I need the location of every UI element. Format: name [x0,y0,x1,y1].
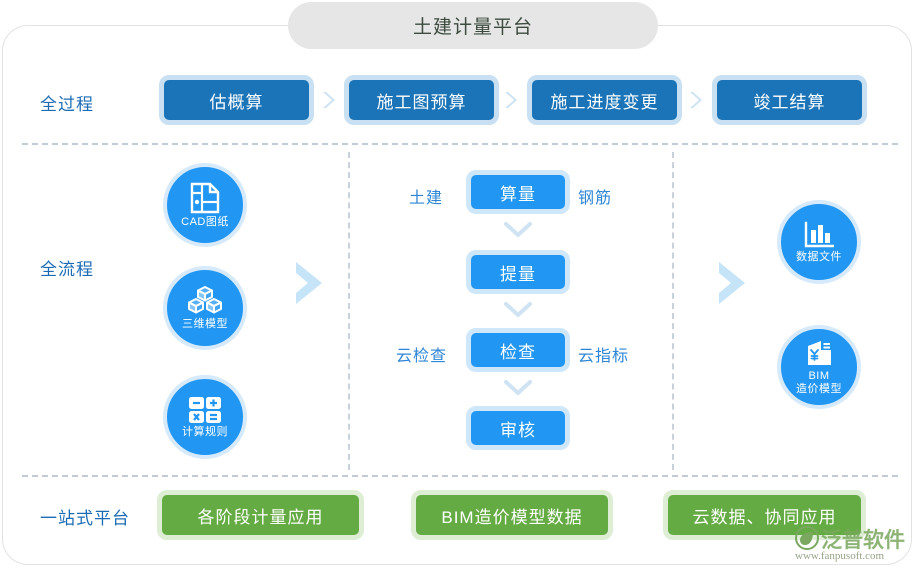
bottom-button-1[interactable]: 各阶段计量应用 [157,490,364,540]
divider-vertical-right [672,152,674,470]
bottom-button-3[interactable]: 云数据、协同应用 [663,490,866,540]
circle-cad-drawing[interactable]: CAD图纸 [163,163,247,247]
calculator-icon [188,396,222,424]
stage-label-1: 估概算 [209,92,264,112]
mid-button-shenhe[interactable]: 审核 [466,406,570,450]
bottom-label-1: 各阶段计量应用 [197,507,324,527]
tag-gangjin: 钢筋 [578,190,613,207]
stage-button-1[interactable]: 估概算 [159,75,314,125]
stage-button-2[interactable]: 施工图预算 [344,75,499,125]
tag-yunzhibiao: 云指标 [578,348,630,365]
tag-tujian: 土建 [409,190,444,207]
mid-label-shenhe: 审核 [500,420,536,440]
circle-label-bim-line2: 造价模型 [796,383,842,395]
circle-label-data-file: 数据文件 [796,250,842,263]
mid-button-jiancha[interactable]: 检查 [466,328,570,372]
circle-label-calculation-rule: 计算规则 [182,425,228,438]
circle-three-d-model[interactable]: 三维模型 [163,266,247,350]
divider-bottom [22,475,898,477]
chevron-down-icon-2 [504,302,532,318]
bottom-label-2: BIM造价模型数据 [441,507,583,527]
chevron-right-icon-3 [685,88,709,112]
mid-label-suanliang: 算量 [500,184,536,204]
chevron-right-large-icon-left [292,260,326,306]
chevron-down-icon-1 [504,222,532,238]
stage-button-4[interactable]: 竣工结算 [712,75,867,125]
chevron-right-large-icon-right [715,260,749,306]
circle-label-bim-line1: BIM [808,370,830,382]
chevron-right-icon-2 [500,88,524,112]
stage-label-3: 施工进度变更 [550,92,659,112]
chevron-down-icon-3 [504,380,532,396]
tag-yunjiancha: 云检查 [396,348,448,365]
divider-top [22,143,898,145]
chevron-right-icon-1 [318,88,342,112]
circle-bim-cost-model[interactable]: BIM 造价模型 [777,325,861,409]
row-label-flow: 全流程 [40,260,94,279]
mid-label-tiliang: 提量 [500,264,536,284]
mid-button-tiliang[interactable]: 提量 [466,250,570,294]
mid-label-jiancha: 检查 [500,342,536,362]
bim-cost-building-icon [804,338,834,368]
circle-data-file[interactable]: 数据文件 [777,200,861,284]
stage-label-2: 施工图预算 [376,92,467,112]
bottom-button-2[interactable]: BIM造价模型数据 [411,490,613,540]
row-label-onestop: 一站式平台 [40,509,130,528]
circle-label-cad: CAD图纸 [181,215,229,228]
mid-button-suanliang[interactable]: 算量 [466,170,570,214]
page-title: 土建计量平台 [288,2,658,49]
row-label-process: 全过程 [40,95,94,114]
bar-chart-icon [804,221,835,249]
cad-drawing-icon [190,182,220,214]
bottom-label-3: 云数据、协同应用 [692,507,837,527]
divider-vertical-left [348,152,350,470]
stage-button-3[interactable]: 施工进度变更 [527,75,682,125]
three-d-model-icon [188,285,222,316]
circle-label-three-d-model: 三维模型 [182,317,228,330]
stage-label-4: 竣工结算 [753,92,826,112]
circle-calculation-rule[interactable]: 计算规则 [163,375,247,459]
page-title-text: 土建计量平台 [412,17,533,38]
